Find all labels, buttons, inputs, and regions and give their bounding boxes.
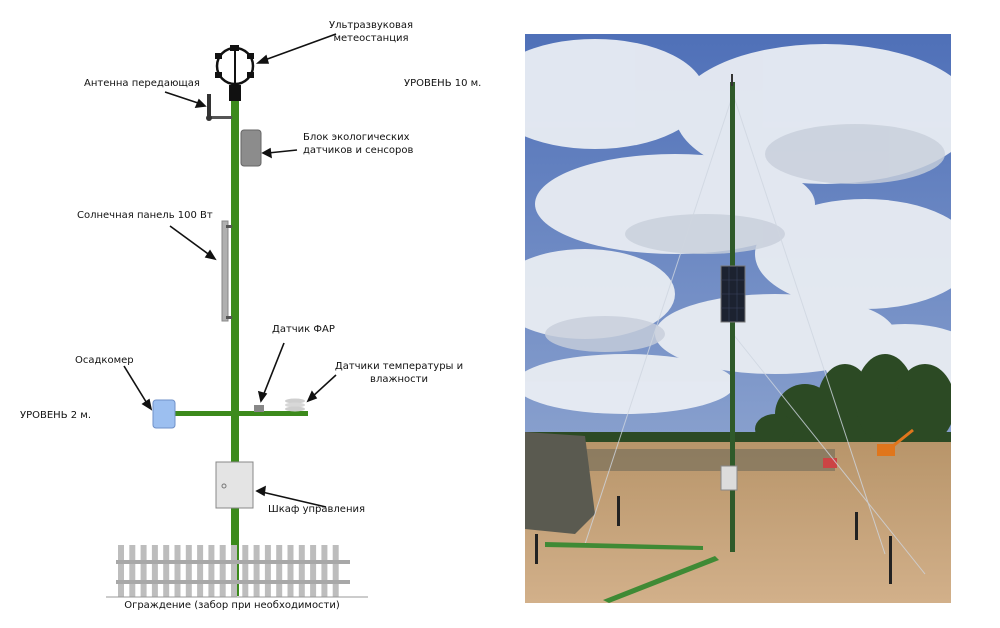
fence-picket: [287, 545, 294, 597]
ground-beams: [545, 542, 719, 603]
label-antenna: Антенна передающая: [84, 78, 200, 89]
pointer-lines: [123, 33, 337, 508]
fence-picket: [163, 545, 170, 597]
label-eco-block-2: датчиков и сенсоров: [303, 145, 413, 156]
excavator: [877, 428, 914, 456]
antenna-icon: [206, 94, 232, 121]
photo-solar-panel: [720, 265, 746, 323]
crossbar-2m: [174, 411, 308, 416]
fence-picket: [310, 545, 317, 597]
rain-gauge: [152, 399, 176, 429]
fence-picket: [197, 545, 204, 597]
label-level-2: УРОВЕНЬ 2 м.: [20, 410, 91, 421]
label-rain-gauge: Осадкомер: [75, 355, 134, 366]
fence-rail: [116, 560, 350, 564]
fence-picket: [298, 545, 305, 597]
label-eco-block-1: Блок экологических: [303, 132, 410, 143]
fence-picket: [242, 545, 249, 597]
weather-station-icon: [215, 45, 255, 86]
weather-station-mount: [229, 85, 241, 101]
control-cabinet: [215, 461, 254, 509]
fence-picket: [151, 545, 158, 597]
fence-picket: [276, 545, 283, 597]
label-weather-station-1: Ультразвуковая: [329, 20, 413, 31]
fence-picket: [253, 545, 260, 597]
label-solar-panel: Солнечная панель 100 Вт: [77, 210, 213, 221]
fence-picket: [219, 545, 226, 597]
fence-picket: [332, 545, 339, 597]
weather-mast-photo: [525, 34, 951, 603]
main-pole: [231, 98, 239, 596]
solar-panel: [221, 220, 232, 322]
par-sensor-icon: [254, 405, 264, 412]
fence-rail: [116, 580, 350, 584]
fence-picket: [118, 545, 124, 597]
fence: [116, 545, 350, 597]
fence-picket: [174, 545, 181, 597]
fence-picket: [140, 545, 147, 597]
tent: [525, 432, 595, 534]
label-fence: Ограждение (забор при необходимости): [124, 600, 340, 611]
eco-sensor-block: [240, 129, 262, 167]
fence-picket: [208, 545, 215, 597]
label-temp-humidity-2: влажности: [370, 374, 428, 385]
photo-cabinet: [720, 465, 738, 491]
label-par-sensor: Датчик ФАР: [272, 324, 335, 335]
label-temp-humidity-1: Датчики температуры и: [335, 361, 463, 372]
fence-picket: [129, 545, 136, 597]
fence-picket: [185, 545, 192, 597]
fence-picket: [231, 545, 237, 597]
temp-humidity-shield-icon: [285, 398, 305, 412]
fence-picket: [264, 545, 271, 597]
fence-picket: [321, 545, 328, 597]
label-level-10: УРОВЕНЬ 10 м.: [404, 78, 481, 89]
label-control-cabinet: Шкаф управления: [268, 504, 365, 515]
label-weather-station-2: метеостанция: [333, 33, 408, 44]
mast-diagram: Ультразвуковая метеостанция Антенна пере…: [20, 20, 481, 611]
